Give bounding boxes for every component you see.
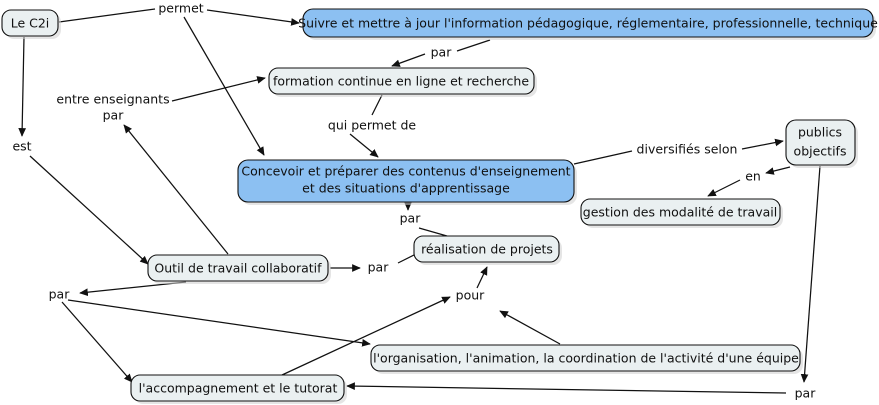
edge-formation-quipermet: [371, 94, 383, 116]
edge-layer: [18, 8, 821, 394]
node-publics-objectifs-label-line2: objectifs: [794, 144, 847, 159]
node-outil-collaboratif[interactable]: Outil de travail collaboratif: [147, 254, 331, 284]
link-label-diversifies-selon: diversifiés selon: [637, 142, 738, 157]
edge-parleft-organisation: [67, 299, 371, 347]
node-gestion-modalite-label: gestion des modalité de travail: [583, 205, 777, 220]
node-realisation-projets-label: réalisation de projets: [421, 242, 553, 257]
link-label-entre-enseignants-par: par: [103, 108, 125, 123]
link-label-par-mid: par: [400, 211, 422, 226]
edge-parmid-realisation: [418, 227, 448, 237]
node-suivre-label: Suivre et mettre à jour l'information pé…: [298, 16, 878, 31]
node-accompagnement-tutorat-label: l'accompagnement et le tutorat: [139, 381, 338, 396]
node-publics-objectifs-label-line1: publics: [798, 125, 842, 140]
node-gestion-modalite[interactable]: gestion des modalité de travail: [580, 198, 783, 228]
link-label-par-bottom: par: [795, 386, 817, 401]
edge-c2i-permet: [58, 8, 156, 23]
node-realisation-projets[interactable]: réalisation de projets: [413, 235, 562, 265]
node-le-c2i[interactable]: Le C2i: [1, 9, 61, 39]
link-label-pour: pour: [456, 288, 486, 303]
edge-permet-suivre: [206, 9, 300, 26]
edge-partop-formation: [391, 53, 426, 67]
edge-c2i-est: [18, 36, 27, 137]
edge-en-gestion: [707, 179, 741, 197]
edge-est-outil: [29, 155, 149, 265]
edge-publics-en: [765, 166, 791, 175]
node-organisation-label: l'organisation, l'animation, la coordina…: [373, 351, 799, 366]
link-label-permet: permet: [158, 1, 203, 16]
link-label-par-left: par: [49, 287, 71, 302]
node-outil-collaboratif-label: Outil de travail collaboratif: [154, 261, 322, 276]
edge-quipermet-concevoir: [349, 133, 379, 158]
edge-organisation-pour: [499, 310, 561, 345]
edge-entre-formation: [171, 76, 266, 102]
edge-permet-concevoir: [183, 16, 265, 156]
edge-concevoir-diversifies: [573, 150, 633, 165]
node-formation-continue-label: formation continue en ligne et recherche: [273, 74, 529, 89]
edge-accompagne-pour: [281, 296, 451, 376]
link-label-par-outil: par: [368, 260, 390, 275]
node-publics-objectifs[interactable]: publics objectifs: [785, 119, 858, 168]
node-formation-continue[interactable]: formation continue en ligne et recherche: [268, 67, 537, 97]
node-le-c2i-label: Le C2i: [11, 16, 50, 31]
edge-diversifies-publics: [741, 138, 784, 150]
edge-outil-entre: [123, 124, 229, 255]
node-concevoir-label-line2: et des situations d'apprentissage: [302, 181, 510, 196]
edge-publics-parbottom: [800, 165, 821, 383]
edge-suivre-partop: [456, 39, 491, 52]
link-label-layer: permet par est entre enseignants par qui…: [12, 1, 816, 401]
node-organisation[interactable]: l'organisation, l'animation, la coordina…: [370, 344, 803, 374]
node-accompagnement-tutorat[interactable]: l'accompagnement et le tutorat: [130, 374, 347, 404]
node-concevoir-label-line1: Concevoir et préparer des contenus d'ens…: [241, 164, 570, 179]
edge-pour-realisation: [476, 266, 488, 289]
node-concevoir[interactable]: Concevoir et préparer des contenus d'ens…: [237, 159, 577, 205]
edge-parbottom-accompagne: [346, 382, 787, 394]
link-label-qui-permet-de: qui permet de: [328, 118, 417, 133]
link-label-entre-enseignants: entre enseignants: [56, 92, 169, 107]
edge-parleft-accompagne: [61, 301, 133, 383]
link-label-est: est: [12, 139, 31, 154]
link-label-par-top: par: [431, 45, 453, 60]
node-layer: Le C2i Suivre et mettre à jour l'informa…: [1, 8, 878, 404]
link-label-en: en: [745, 169, 761, 184]
node-suivre[interactable]: Suivre et mettre à jour l'information pé…: [298, 8, 878, 40]
